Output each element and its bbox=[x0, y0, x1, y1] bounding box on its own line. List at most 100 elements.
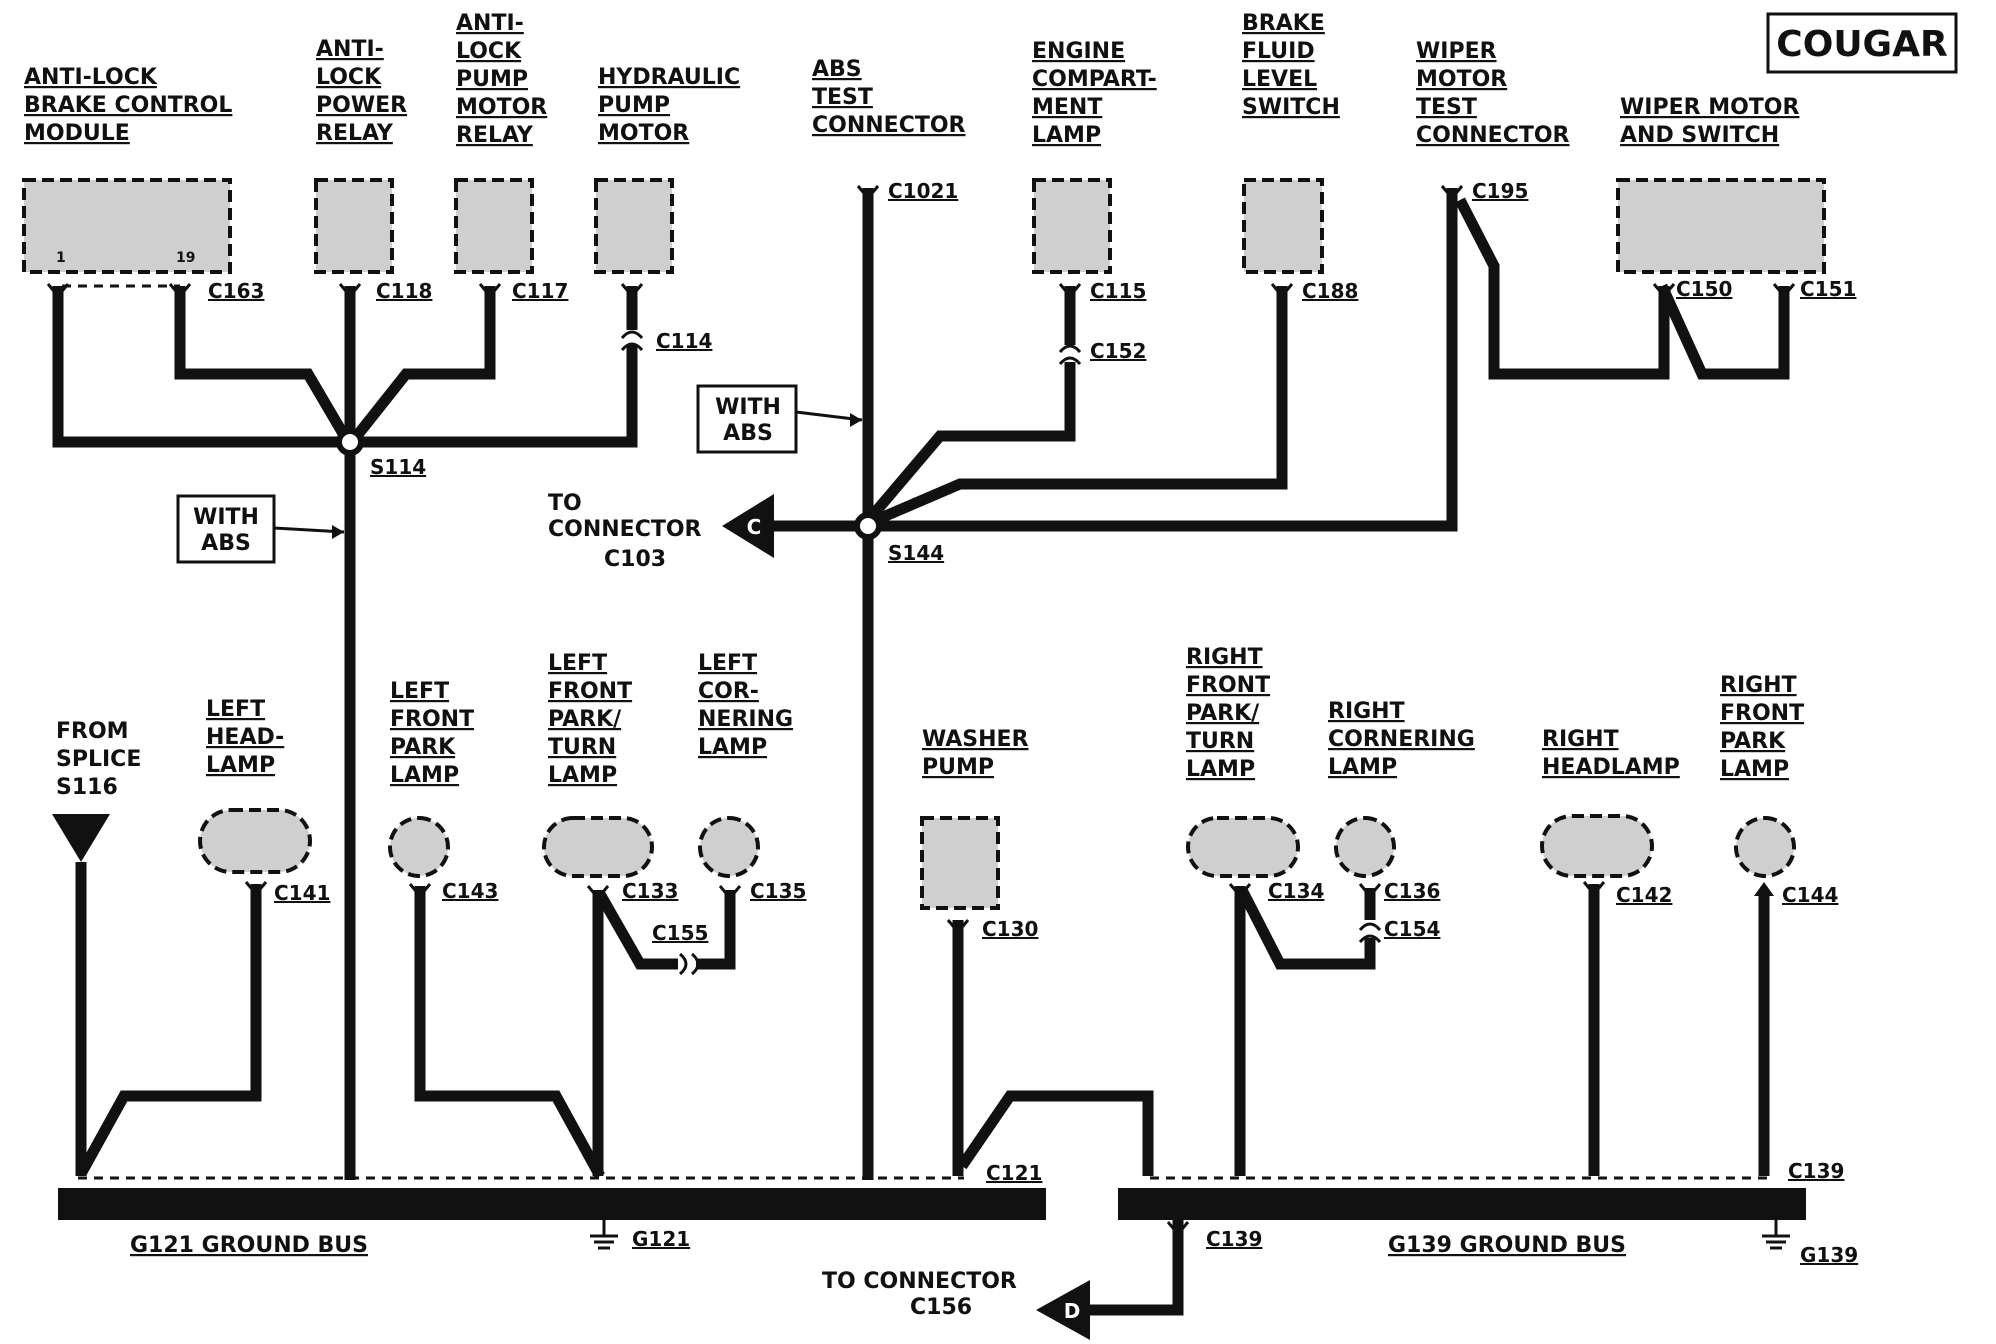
wire-left-headlamp bbox=[77, 884, 262, 1175]
offpage-arrow-d bbox=[1036, 1280, 1090, 1340]
label-line: LAMP bbox=[390, 763, 459, 788]
label-line: PUMP bbox=[598, 93, 670, 118]
connector-label-c150: C150 bbox=[1676, 277, 1732, 301]
connector-c195-mark bbox=[1440, 185, 1464, 201]
wire-brake-fluid bbox=[873, 286, 1288, 526]
connector-label-c142: C142 bbox=[1616, 883, 1672, 907]
connector-label-c114: C114 bbox=[656, 329, 712, 353]
left-park-turn-body bbox=[542, 816, 654, 878]
inline-c114-mark bbox=[620, 330, 644, 340]
label-right-cornering: RIGHT CORNERING LAMP bbox=[1328, 699, 1475, 780]
abs-module-body bbox=[22, 178, 232, 274]
pin-label: 1 bbox=[56, 250, 66, 266]
label-left-cornering: LEFT COR- NERING LAMP bbox=[698, 651, 793, 760]
connector-label-c130: C130 bbox=[982, 917, 1038, 941]
label-left-park-turn: LEFT FRONT PARK/ TURN LAMP bbox=[548, 651, 632, 788]
right-headlamp-body bbox=[1540, 814, 1654, 878]
note-with-abs-2: WITH ABS bbox=[176, 494, 345, 564]
label-line: TEST bbox=[812, 85, 873, 110]
label-abs-module: ANTI-LOCK BRAKE CONTROL MODULE bbox=[24, 65, 232, 146]
label-line: PUMP bbox=[456, 67, 528, 92]
connector-c115-mark bbox=[1058, 283, 1082, 299]
g121-bus-label: G121 GROUND BUS bbox=[130, 1233, 368, 1258]
label-line: MODULE bbox=[24, 121, 130, 146]
label-line: LEVEL bbox=[1242, 67, 1317, 92]
wire-left-park-turn-branch bbox=[595, 891, 678, 970]
connector-c135-mark bbox=[718, 885, 742, 901]
connector-c117-mark bbox=[478, 283, 502, 299]
connector-c151-mark bbox=[1772, 283, 1796, 299]
note-arrowhead bbox=[850, 413, 862, 427]
label-line: PARK/ bbox=[1186, 701, 1260, 726]
label-line: RIGHT bbox=[1328, 699, 1405, 724]
right-cornering-body bbox=[1334, 816, 1396, 878]
connector-c143-mark bbox=[408, 883, 432, 899]
label-line: HYDRAULIC bbox=[598, 65, 740, 90]
label-line: LAMP bbox=[1032, 123, 1101, 148]
wire-left-cornering bbox=[696, 890, 736, 970]
connector-label-c188: C188 bbox=[1302, 279, 1358, 303]
g121-ground-bus bbox=[58, 1188, 1046, 1220]
connector-c188-mark bbox=[1270, 283, 1294, 299]
right-front-park-body bbox=[1734, 816, 1796, 878]
label-line: LOCK bbox=[456, 39, 522, 64]
label-line: ANTI- bbox=[316, 37, 384, 62]
connector-c150-mark bbox=[1652, 283, 1676, 299]
label-washer-pump: WASHER PUMP bbox=[922, 727, 1029, 780]
connector-label-c139-top: C139 bbox=[1788, 1159, 1844, 1183]
note-arrowhead bbox=[332, 525, 344, 539]
label-line: FRONT bbox=[1186, 673, 1270, 698]
label-line: FLUID bbox=[1242, 39, 1315, 64]
label-line: RIGHT bbox=[1186, 645, 1263, 670]
hydraulic-pump-body bbox=[594, 178, 674, 274]
connector-c139-bottom-mark bbox=[1166, 1221, 1190, 1237]
label-line: CONNECTOR bbox=[812, 113, 966, 138]
label-line: NERING bbox=[698, 707, 793, 732]
offpage-letter-d: D bbox=[1064, 1299, 1081, 1323]
offpage-line: TO bbox=[548, 491, 582, 516]
wire-abs-module-pin19 bbox=[174, 286, 353, 445]
ground-label-g121: G121 bbox=[632, 1227, 690, 1251]
label-line: TEST bbox=[1416, 95, 1477, 120]
note-line: WITH bbox=[193, 505, 259, 530]
wire-wiper-motor bbox=[1455, 197, 1670, 380]
label-line: AND SWITCH bbox=[1620, 123, 1779, 148]
connector-label-c143: C143 bbox=[442, 879, 498, 903]
connector-c163-pin1-mark bbox=[46, 283, 70, 299]
label-line: MOTOR bbox=[598, 121, 689, 146]
label-line: LEFT bbox=[206, 697, 265, 722]
label-from-splice: FROM SPLICE S116 bbox=[56, 719, 141, 800]
connector-marks-top bbox=[46, 185, 1796, 366]
label-line: RELAY bbox=[456, 123, 534, 148]
label-line: FRONT bbox=[390, 707, 474, 732]
g139-bus-label: G139 GROUND BUS bbox=[1388, 1233, 1626, 1258]
label-hydraulic-pump: HYDRAULIC PUMP MOTOR bbox=[598, 65, 740, 146]
from-splice-arrow bbox=[52, 814, 110, 862]
ground-g139-icon bbox=[1762, 1220, 1790, 1250]
label-line: ENGINE bbox=[1032, 39, 1125, 64]
label-line: ABS bbox=[812, 57, 862, 82]
splice-s114 bbox=[336, 428, 364, 456]
connector-label-c118: C118 bbox=[376, 279, 432, 303]
connector-label-c134: C134 bbox=[1268, 879, 1324, 903]
wire-right-park-turn-branch bbox=[1237, 887, 1376, 970]
connector-c163-pin19-mark bbox=[168, 283, 192, 299]
label-wiper-motor: WIPER MOTOR AND SWITCH bbox=[1620, 95, 1800, 148]
label-line: POWER bbox=[316, 93, 407, 118]
connector-label-c144: C144 bbox=[1782, 883, 1838, 907]
label-line: FRONT bbox=[1720, 701, 1804, 726]
label-line: LEFT bbox=[390, 679, 449, 704]
label-line: MOTOR bbox=[456, 95, 547, 120]
label-line: LEFT bbox=[548, 651, 607, 676]
note-line: ABS bbox=[723, 421, 773, 446]
label-line: PARK/ bbox=[548, 707, 622, 732]
label-line: CONNECTOR bbox=[1416, 123, 1570, 148]
label-line: TURN bbox=[1186, 729, 1254, 754]
label-line: BRAKE CONTROL bbox=[24, 93, 232, 118]
label-line: LOCK bbox=[316, 65, 382, 90]
connector-label-c141: C141 bbox=[274, 881, 330, 905]
label-line: MENT bbox=[1032, 95, 1102, 120]
label-right-front-park: RIGHT FRONT PARK LAMP bbox=[1720, 673, 1804, 782]
connector-label-c133: C133 bbox=[622, 879, 678, 903]
label-left-front-park: LEFT FRONT PARK LAMP bbox=[390, 679, 474, 788]
